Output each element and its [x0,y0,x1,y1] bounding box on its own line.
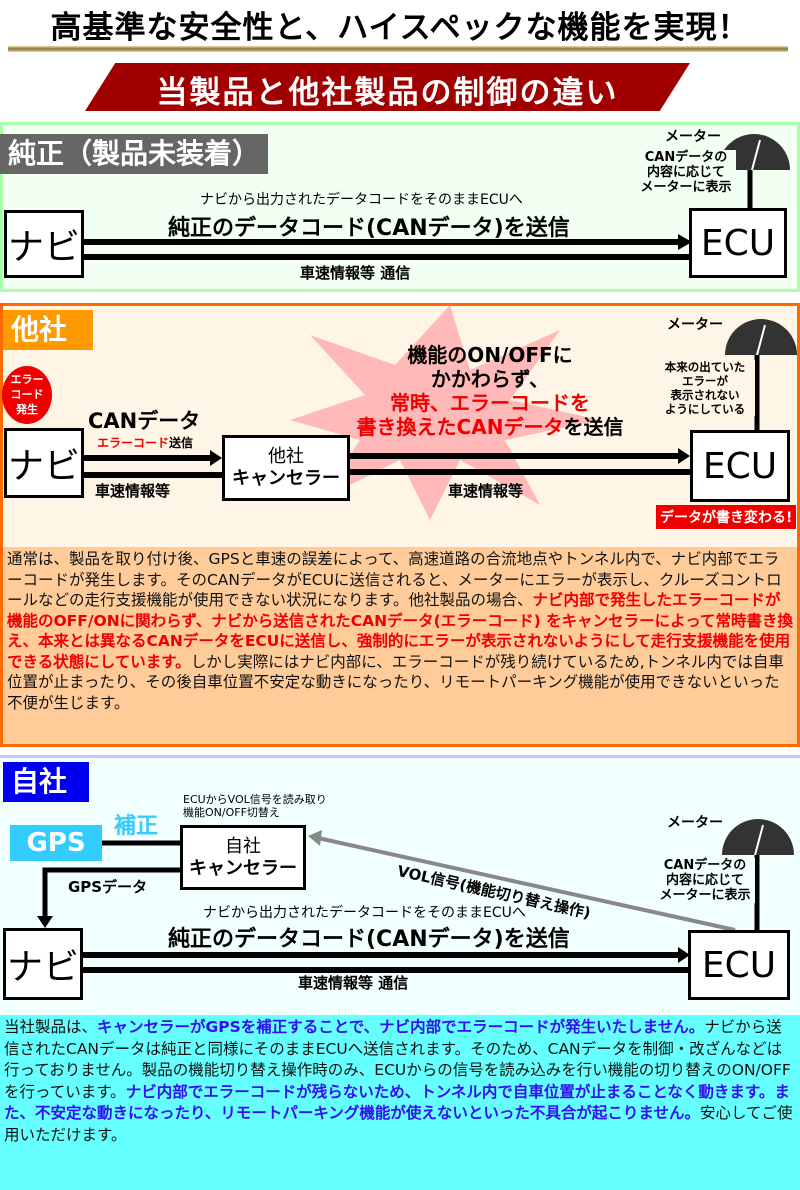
sub-note: ナビから出力されたデータコードをそのままECUへ [203,905,526,921]
banner-title: 当製品と他社製品の制御の違い [156,75,619,111]
genuine-tag: 純正（製品未装着） [0,134,269,174]
other-tag: 他社 [3,310,93,350]
can-label: CANデータ [88,409,201,433]
navi-box: ナビ [3,928,83,1000]
meter-label: メーター [667,317,723,333]
rewrite-badge: データが書き変わる! [656,505,797,529]
gps-box: GPS [10,825,102,861]
own-canceller-box: 自社キャンセラー [180,825,306,890]
meter-note: 本来の出ていたエラーが表示されないようにしている [655,360,755,416]
speed-left: 車速情報等 [95,482,171,500]
ecu-box: ECU [690,430,790,502]
main-note: 純正のデータコード(CANデータ)を送信 [168,216,570,241]
own-tag: 自社 [3,762,89,802]
correction-label: 補正 [114,814,159,839]
other-canceller-box: 他社キャンセラー [222,435,350,501]
burst-text: 機能のON/OFFにかかわらず、 常時、エラーコードを 書き換えたCANデータを… [356,343,624,439]
navi-box: ナビ [4,428,84,498]
banner-background [85,63,690,111]
genuine-arrows [82,168,753,260]
meter-label: メーター [667,815,723,831]
gps-data-label: GPSデータ [68,878,148,896]
canceller-note: ECUからVOL信号を読み取り機能ON/OFF切替え [183,793,327,819]
own-paragraph: 当社製品は、キャンセラーがGPSを補正することで、ナビ内部でエラーコードが発生い… [0,1015,800,1190]
error-badge: エラーコード発生 [2,366,52,424]
speed-right: 車速情報等 [448,482,524,500]
other-paragraph: 通常は、製品を取り付け後、GPSと車速の誤差によって、高速道路の合流地点やトンネ… [3,547,797,744]
main-note: 純正のデータコード(CANデータ)を送信 [168,927,570,952]
bottom-note: 車速情報等 通信 [300,264,411,282]
ecu-box: ECU [688,930,790,1000]
page-title: 高基準な安全性と、ハイスペックな機能を実現！ [50,10,750,46]
own-arrows [37,830,760,973]
meter-label: メーター [665,129,721,145]
navi-box: ナビ [4,210,84,278]
other-arrows [82,355,760,478]
error-send-label: エラーコード送信 [97,436,194,450]
bottom-note: 車速情報等 通信 [298,974,409,992]
ecu-box: ECU [689,208,787,278]
speedometer-icon [718,134,797,856]
title-divider [8,46,788,52]
other-burst-icon [290,305,600,520]
meter-note: CANデータの内容に応じてメーターに表示 [655,858,755,903]
meter-note: CANデータの内容に応じてメーターに表示 [636,150,736,195]
sub-note: ナビから出力されたデータコードをそのままECUへ [200,192,523,208]
